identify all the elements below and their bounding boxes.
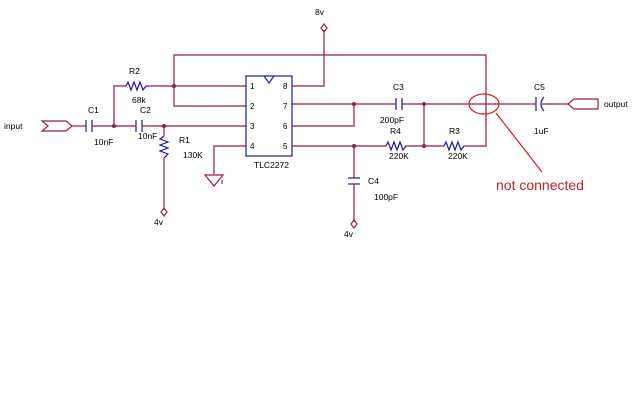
ic-pin-6: 6 (283, 122, 288, 131)
capacitor-c3: C3 200pF (380, 82, 404, 125)
ic-tlc2272: 1 2 3 4 8 7 6 5 TLC2272 (245, 75, 293, 170)
output-port-label: output (604, 99, 628, 109)
ic-pin-8: 8 (283, 82, 288, 91)
not-connected-annotation: not connected (468, 93, 584, 193)
r4-ref: R4 (390, 126, 401, 136)
junction-dot (422, 102, 426, 106)
capacitor-c2: C2 10nF (135, 105, 157, 141)
r4-value: 220K (389, 151, 409, 161)
capacitor-c4: C4 100pF (348, 176, 398, 202)
resistor-r4: R4 220K (385, 126, 409, 161)
r2-ref: R2 (129, 66, 140, 76)
junctions (112, 84, 426, 148)
not-connected-circle (468, 93, 500, 115)
c4-value: 100pF (374, 192, 398, 202)
c2-value: 10nF (138, 131, 157, 141)
ground-icon (203, 174, 225, 187)
capacitor-c1: C1 10nF (85, 105, 113, 147)
c5-ref: C5 (534, 82, 545, 92)
supply-4v-c4: 4v (344, 219, 358, 239)
r1-ref: R1 (179, 135, 190, 145)
r3-ref: R3 (449, 126, 460, 136)
supply-4v-r1-label: 4v (154, 217, 164, 227)
ic-pin-4: 4 (250, 142, 255, 151)
c3-ref: C3 (393, 82, 404, 92)
supply-4v-r1: 4v (154, 207, 168, 227)
ic-pin-3: 3 (250, 122, 255, 131)
r2-value: 68k (132, 95, 146, 105)
junction-dot (422, 144, 426, 148)
resistor-r3: R3 220K (443, 126, 468, 161)
r1-value: 130K (183, 150, 203, 160)
c3-value: 200pF (380, 115, 404, 125)
junction-dot (352, 144, 356, 148)
ic-name-label: TLC2272 (254, 160, 289, 170)
capacitor-c5: C5 1uF (534, 82, 549, 136)
junction-dot (352, 102, 356, 106)
supply-8v-label: 8v (315, 7, 325, 17)
ic-pin-7: 7 (283, 102, 288, 111)
output-port: output (567, 98, 628, 110)
c1-value: 10nF (94, 137, 113, 147)
resistor-r2: R2 68k (125, 66, 147, 105)
junction-dot (112, 124, 116, 128)
not-connected-pointer (495, 112, 543, 173)
c4-ref: C4 (368, 176, 379, 186)
supply-4v-c4-label: 4v (344, 229, 354, 239)
input-port-label: input (4, 121, 23, 131)
r3-value: 220K (448, 151, 468, 161)
ic-pin-2: 2 (250, 102, 255, 111)
not-connected-label: not connected (496, 177, 584, 193)
resistor-r1: R1 130K (158, 135, 203, 160)
ic-pin-5: 5 (283, 142, 288, 151)
wires (72, 30, 568, 222)
input-port: input (4, 120, 73, 132)
c1-ref: C1 (88, 105, 99, 115)
supply-8v: 8v (315, 7, 328, 33)
junction-dot (162, 124, 166, 128)
ic-pin-1: 1 (250, 82, 255, 91)
c5-value: 1uF (534, 126, 549, 136)
c2-ref: C2 (140, 105, 151, 115)
junction-dot (172, 84, 176, 88)
